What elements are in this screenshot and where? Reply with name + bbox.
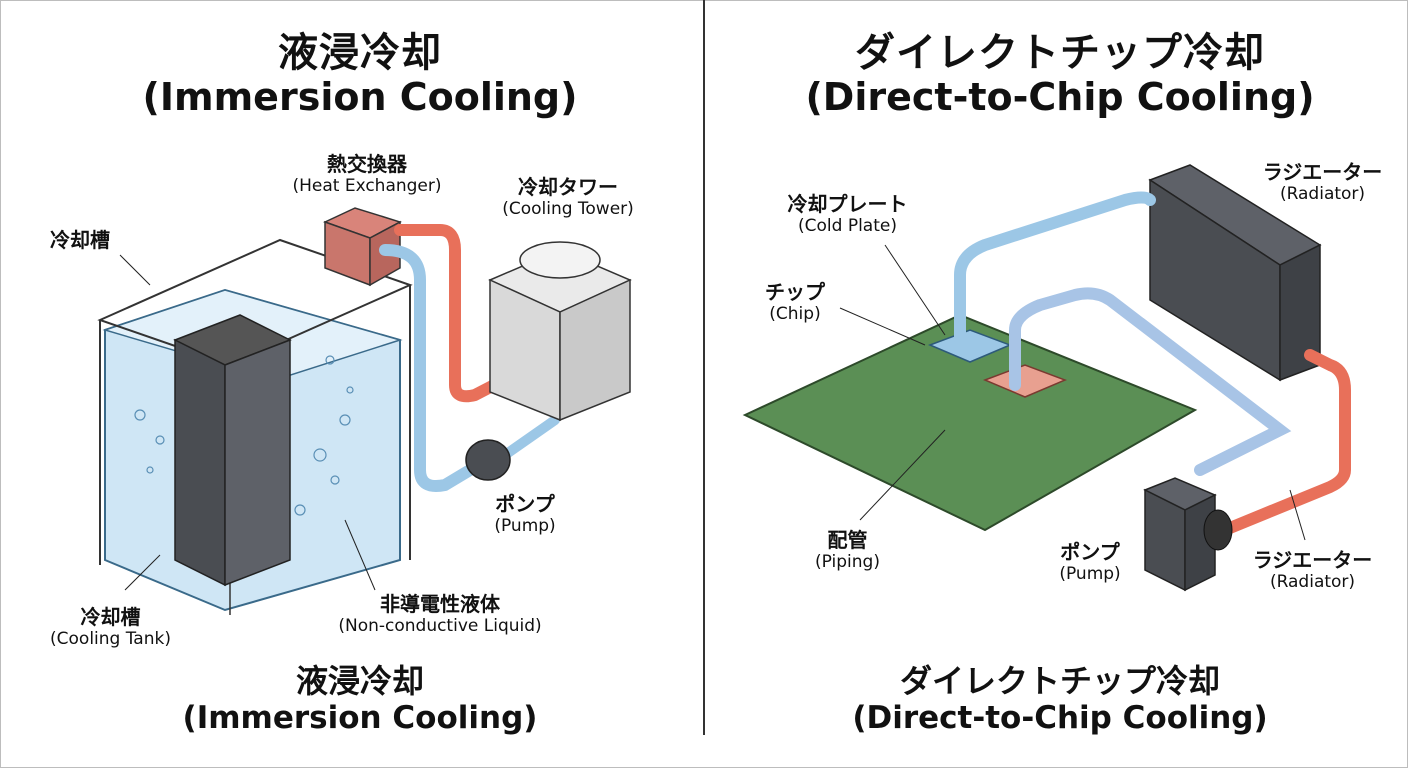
label-cooling-tank-en: (Cooling Tank): [50, 629, 171, 649]
server-rack-illustration: [173, 314, 292, 587]
right-footer: ダイレクトチップ冷却 (Direct-to-Chip Cooling): [780, 662, 1340, 738]
label-pump-left: ポンプ (Pump): [480, 492, 570, 536]
label-cooling-tower-en: (Cooling Tower): [502, 199, 634, 219]
right-footer-jp: ダイレクトチップ冷却: [899, 662, 1220, 700]
right-title-en: (Direct-to-Chip Cooling): [805, 75, 1315, 119]
label-pump-right-jp: ポンプ: [1060, 540, 1120, 564]
right-footer-en: (Direct-to-Chip Cooling): [852, 700, 1268, 737]
leader-lines-left: [119, 254, 376, 591]
leader-lines-right: [839, 244, 1306, 541]
label-radiator-bottom-en: (Radiator): [1269, 572, 1356, 592]
label-piping-en: (Piping): [815, 552, 880, 572]
label-cooling-tank-top-jp: 冷却槽: [50, 228, 110, 252]
motherboard-illustration: [742, 313, 1198, 532]
label-heat-exchanger-en: (Heat Exchanger): [292, 176, 442, 196]
pipes-left: [379, 224, 560, 492]
label-pump-left-en: (Pump): [494, 516, 556, 536]
right-title-jp: ダイレクトチップ冷却: [855, 30, 1265, 76]
label-cooling-tower-jp: 冷却タワー: [518, 175, 618, 199]
pump-right-illustration: [1143, 477, 1233, 592]
label-pump-left-jp: ポンプ: [495, 492, 555, 516]
label-cold-plate-jp: 冷却プレート: [787, 192, 908, 216]
label-radiator-bottom: ラジエーター (Radiator): [1245, 548, 1380, 592]
left-title-en: (Immersion Cooling): [142, 75, 578, 119]
label-liquid-jp: 非導電性液体: [380, 592, 500, 616]
label-cooling-tank-jp: 冷却槽: [80, 605, 141, 629]
label-cold-plate: 冷却プレート (Cold Plate): [760, 192, 935, 236]
label-pump-right: ポンプ (Pump): [1045, 540, 1135, 584]
label-radiator-top-jp: ラジエーター: [1262, 160, 1383, 184]
label-chip-jp: チップ: [765, 280, 825, 304]
bubbles-illustration: [134, 355, 354, 516]
label-cooling-tower: 冷却タワー (Cooling Tower): [478, 175, 658, 219]
label-radiator-top: ラジエーター (Radiator): [1255, 160, 1390, 204]
right-title: ダイレクトチップ冷却 (Direct-to-Chip Cooling): [760, 30, 1360, 120]
left-footer-en: (Immersion Cooling): [182, 700, 538, 737]
label-cold-plate-en: (Cold Plate): [798, 216, 897, 236]
label-cooling-tank: 冷却槽 (Cooling Tank): [28, 605, 193, 649]
pump-left-illustration: [465, 439, 511, 481]
label-cooling-tank-top: 冷却槽: [50, 228, 110, 252]
label-piping: 配管 (Piping): [800, 528, 895, 572]
label-radiator-top-en: (Radiator): [1279, 184, 1366, 204]
panel-divider: [703, 0, 705, 735]
left-title: 液浸冷却 (Immersion Cooling): [80, 30, 640, 120]
label-heat-exchanger: 熱交換器 (Heat Exchanger): [272, 152, 462, 196]
left-footer-jp: 液浸冷却: [295, 662, 424, 700]
label-radiator-bottom-jp: ラジエーター: [1252, 548, 1373, 572]
left-title-jp: 液浸冷却: [278, 30, 442, 76]
label-chip: チップ (Chip): [755, 280, 835, 324]
pipes-right: [954, 191, 1351, 536]
cooling-tower-illustration: [488, 241, 632, 422]
radiator-illustration: [1148, 164, 1322, 382]
label-non-conductive-liquid: 非導電性液体 (Non-conductive Liquid): [300, 592, 580, 636]
left-footer: 液浸冷却 (Immersion Cooling): [100, 662, 620, 738]
label-liquid-en: (Non-conductive Liquid): [338, 616, 542, 636]
label-pump-right-en: (Pump): [1059, 564, 1121, 584]
label-chip-en: (Chip): [769, 304, 821, 324]
label-piping-jp: 配管: [827, 528, 868, 552]
label-heat-exchanger-jp: 熱交換器: [327, 152, 407, 176]
